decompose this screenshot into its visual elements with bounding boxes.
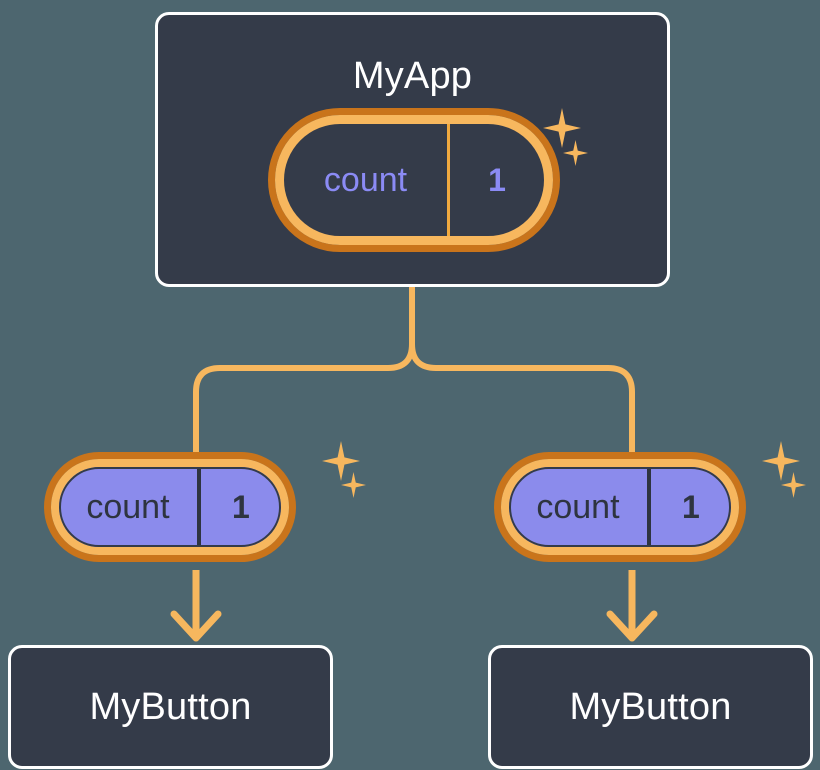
state-pill-inner: count 1 bbox=[501, 459, 739, 555]
state-pill-myapp[interactable]: count 1 bbox=[268, 108, 560, 252]
state-pill-outer-ring: count 1 bbox=[268, 108, 560, 252]
state-value-label: 1 bbox=[232, 488, 250, 525]
state-pill-child-left[interactable]: count 1 bbox=[44, 452, 296, 562]
state-pill-child-right[interactable]: count 1 bbox=[494, 452, 746, 562]
state-key-label: count bbox=[509, 467, 651, 547]
state-pill-outer-ring: count 1 bbox=[494, 452, 746, 562]
state-key-label: count bbox=[284, 124, 450, 236]
state-pill-inner: count 1 bbox=[51, 459, 289, 555]
state-value-label: 1 bbox=[682, 488, 700, 525]
state-pill-inner: count 1 bbox=[275, 115, 553, 245]
sparkle-icon bbox=[781, 472, 806, 498]
sparkle-icon bbox=[322, 441, 360, 481]
card-title-mybutton: MyButton bbox=[569, 686, 732, 728]
state-pill-outer-ring: count 1 bbox=[44, 452, 296, 562]
component-card-mybutton-right[interactable]: MyButton bbox=[488, 645, 813, 769]
card-title-mybutton: MyButton bbox=[89, 686, 252, 728]
sparkle-icon bbox=[341, 472, 366, 498]
state-value-label: 1 bbox=[488, 161, 506, 198]
state-key-label: count bbox=[59, 467, 201, 547]
card-title-myapp: MyApp bbox=[352, 55, 473, 97]
sparkle-icon bbox=[762, 441, 800, 481]
component-card-mybutton-left[interactable]: MyButton bbox=[8, 645, 333, 769]
